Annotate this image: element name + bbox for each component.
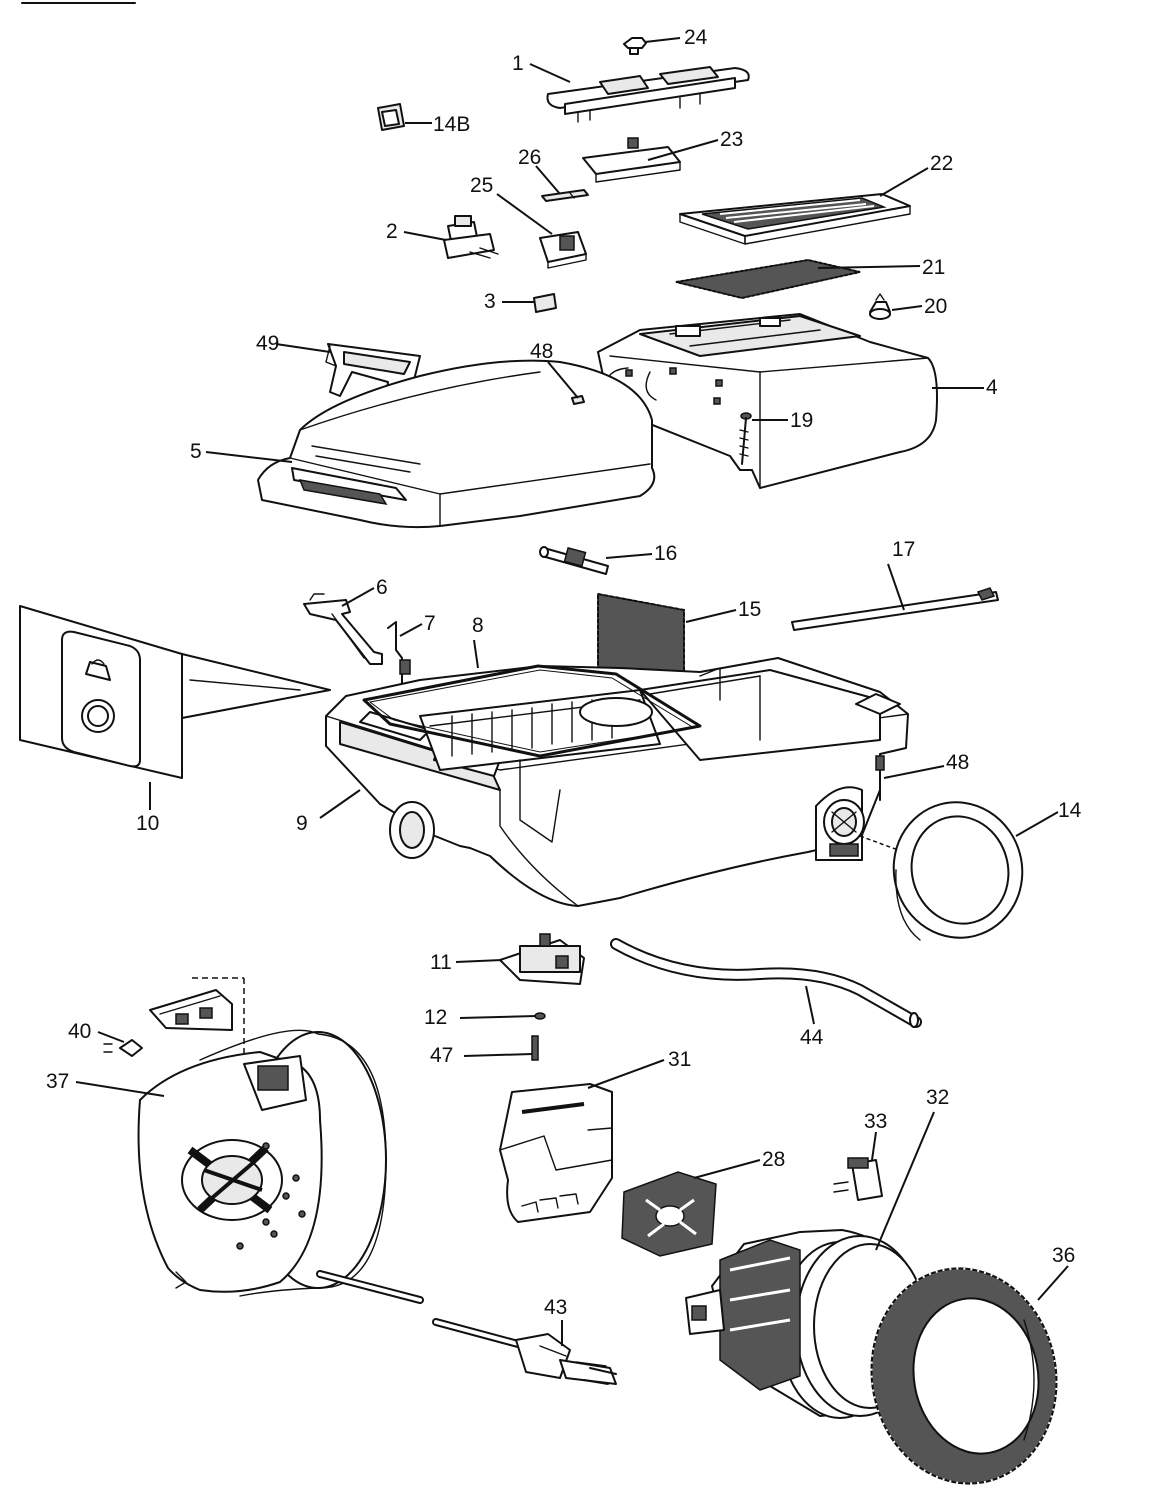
callout-7: 7 — [424, 612, 436, 635]
callout-3: 3 — [484, 290, 496, 313]
part-23-bracket — [582, 137, 681, 183]
callout-44: 44 — [800, 1026, 824, 1049]
part-17-rod — [791, 587, 999, 631]
part-47-screw — [531, 1035, 539, 1061]
callout-26: 26 — [518, 146, 541, 169]
part-7-spring — [387, 621, 411, 691]
callout-21: 21 — [922, 256, 945, 279]
callout-49: 48 — [530, 340, 553, 363]
part-14-wheel — [892, 801, 1024, 941]
callout-1: 1 — [512, 52, 524, 75]
callout-24: 24 — [684, 26, 708, 49]
callout-14b: 14B — [433, 113, 470, 136]
callout-4: 49 — [256, 332, 279, 355]
part-37-cord-reel — [137, 1029, 387, 1297]
part-12-pin — [534, 1012, 546, 1020]
part-48-screw-upper — [739, 412, 752, 465]
part-21-filter — [675, 258, 861, 300]
callout-12: 12 — [424, 1006, 447, 1029]
callout-11: 11 — [430, 951, 452, 974]
callout-23: 23 — [720, 128, 743, 151]
callout-43: 43 — [544, 1296, 567, 1319]
part-40-plug — [103, 1039, 143, 1057]
part-8-frame — [362, 664, 702, 758]
part-16-pin — [539, 546, 609, 575]
callout-8: 8 — [472, 614, 484, 637]
part-44-hose — [610, 938, 922, 1028]
callout-28: 33 — [864, 1110, 887, 1133]
callout-33: 32 — [926, 1086, 949, 1109]
callout-6: 6 — [376, 576, 388, 599]
callout-31: 31 — [668, 1048, 691, 1071]
callout-19: 4 — [986, 376, 998, 399]
part-31-plate — [499, 1083, 613, 1223]
callout-40: 40 — [68, 1020, 91, 1043]
callout-22: 22 — [930, 152, 953, 175]
callout-14: 14 — [1058, 799, 1082, 822]
callout-10: 10 — [136, 812, 159, 835]
part-28-capacitor — [833, 1157, 883, 1201]
callout-48-upper: 19 — [790, 409, 813, 432]
part-3-clip — [533, 293, 557, 313]
callout-36: 36 — [1052, 1244, 1075, 1267]
callout-32: 28 — [762, 1148, 785, 1171]
part-14b-pad — [377, 103, 405, 131]
callout-25: 25 — [470, 174, 493, 197]
part-11-switch-module — [499, 933, 585, 985]
part-24-clip — [623, 37, 647, 55]
part-32-seal — [621, 1171, 717, 1257]
callout-5: 5 — [190, 440, 202, 463]
part-48-screw-lower — [875, 755, 885, 801]
part-43-power-cord — [316, 1270, 617, 1385]
part-2-switch — [443, 215, 499, 259]
callout-48-lower: 48 — [946, 751, 969, 774]
part-22-grille — [679, 193, 911, 245]
part-19-rear-housing — [597, 313, 938, 489]
callout-17: 17 — [892, 538, 915, 561]
callout-20: 20 — [924, 295, 947, 318]
callout-37: 37 — [46, 1070, 69, 1093]
part-37-bracket — [149, 977, 245, 1064]
part-20-knob — [869, 293, 891, 320]
callout-47: 47 — [430, 1044, 453, 1067]
callout-2: 2 — [386, 220, 398, 243]
part-9-chassis — [325, 657, 909, 907]
part-5-lid — [257, 359, 656, 529]
part-10-dust-bag — [19, 605, 331, 779]
part-1-top-cover — [546, 66, 750, 123]
part-6-latch — [303, 593, 383, 665]
callout-15: 15 — [738, 598, 761, 621]
callout-16: 16 — [654, 542, 677, 565]
callout-9: 9 — [296, 812, 308, 835]
part-36-foam-ring — [870, 1267, 1058, 1485]
part-26-contact — [541, 189, 589, 202]
part-25-switch — [539, 231, 587, 269]
